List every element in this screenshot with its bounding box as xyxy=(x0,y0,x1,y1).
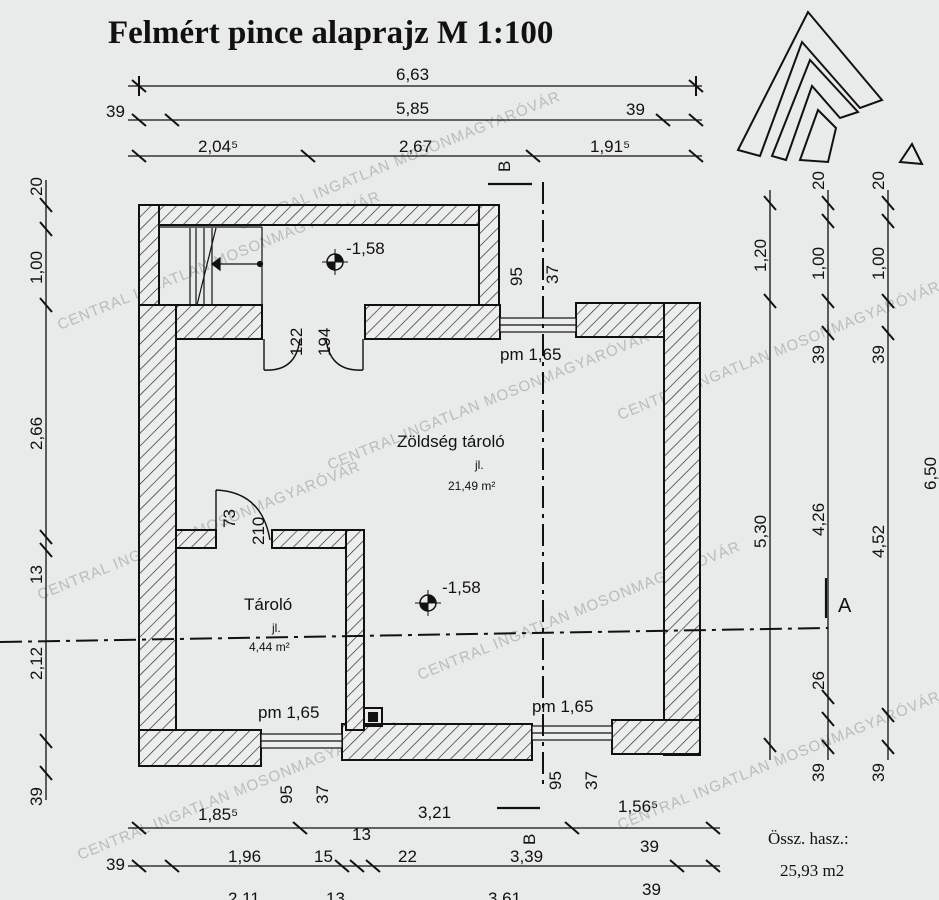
windows xyxy=(260,317,613,749)
dim-top: 39 xyxy=(106,102,125,121)
dim-right: 20 xyxy=(869,171,888,190)
dim-top: 39 xyxy=(626,100,645,119)
section-mark-a: A xyxy=(838,595,852,617)
wall-dim: 95 xyxy=(507,267,526,286)
dim-bottom: 1,56⁵ xyxy=(618,797,658,816)
dim-top-overall: 6,63 xyxy=(396,65,429,84)
level-marker-icon xyxy=(322,249,348,275)
section-lines xyxy=(0,182,829,790)
summary-value: 25,93 m2 xyxy=(780,861,844,880)
dim-bottom: 39 xyxy=(642,880,661,899)
summary-label: Össz. hasz.: xyxy=(768,829,849,848)
wall-dim: 37 xyxy=(543,265,562,284)
dim-left: 2,12 xyxy=(27,647,46,680)
dim-bottom: 3,21 xyxy=(418,803,451,822)
watermark: CENTRAL INGATLAN MOSONMAGYARÓVÁR xyxy=(325,328,653,474)
dim-right: 4,52 xyxy=(869,525,888,558)
door-dim: 210 xyxy=(249,517,268,545)
wall-dim: 95 xyxy=(546,771,565,790)
dim-bottom: 1,96 xyxy=(228,847,261,866)
room-area: 4,44 m² xyxy=(249,640,290,654)
dim-right: 39 xyxy=(869,345,888,364)
dim-right: 39 xyxy=(809,345,828,364)
wall-south-2 xyxy=(341,723,533,761)
dim-bottom: 39 xyxy=(106,855,125,874)
dim-left: 2,66 xyxy=(27,417,46,450)
dim-top: 1,91⁵ xyxy=(590,137,630,156)
north-arrow-icon xyxy=(736,10,924,166)
dim-right: 39 xyxy=(869,763,888,782)
wall-east xyxy=(663,302,701,756)
wall-dim: 95 xyxy=(277,785,296,804)
door-dim: 122 xyxy=(287,328,306,356)
dim-right: 4,26 xyxy=(809,503,828,536)
dim-bottom: 3,61 xyxy=(488,889,521,900)
chimney-icon xyxy=(363,707,383,727)
dim-left: 1,00 xyxy=(27,251,46,284)
section-mark-b-top: B xyxy=(495,161,514,172)
room-name: Zöldség tároló xyxy=(397,432,505,451)
wall-dim: 37 xyxy=(313,785,332,804)
wall-south-3 xyxy=(611,719,701,755)
page-title: Felmért pince alaprajz M 1:100 xyxy=(108,15,553,51)
dim-top: 5,85 xyxy=(396,99,429,118)
wall-west xyxy=(138,304,177,766)
dim-right: 1,20 xyxy=(751,239,770,272)
level-label: -1,58 xyxy=(346,239,385,258)
level-marker-icon xyxy=(415,590,441,616)
door-dim: 73 xyxy=(220,509,239,528)
dim-bottom: 13 xyxy=(352,825,371,844)
window-label: pm 1,65 xyxy=(532,697,593,716)
room-code: jl. xyxy=(474,458,484,472)
dim-bottom: 22 xyxy=(398,847,417,866)
dim-right: 1,00 xyxy=(869,247,888,280)
wall-partition-east xyxy=(345,529,365,731)
dim-top: 2,04⁵ xyxy=(198,137,238,156)
walls xyxy=(138,204,701,767)
dim-right: 20 xyxy=(809,171,828,190)
dim-top: 2,67 xyxy=(399,137,432,156)
dim-right: 6,50 xyxy=(921,457,939,490)
section-markers xyxy=(488,182,828,810)
dimension-ticks xyxy=(39,76,895,873)
window-label: pm 1,65 xyxy=(500,345,561,364)
dim-right: 39 xyxy=(809,763,828,782)
dim-bottom: 13 xyxy=(326,889,345,900)
dim-bottom: 39 xyxy=(640,837,659,856)
section-mark-b-bottom: B xyxy=(520,834,539,845)
dim-right: 26 xyxy=(809,671,828,690)
dim-left: 13 xyxy=(27,565,46,584)
dim-bottom: 2,11 xyxy=(228,889,260,900)
wall-partition-north-1 xyxy=(175,529,217,549)
dim-right: 1,00 xyxy=(809,247,828,280)
wall-top-east xyxy=(478,204,500,306)
doors xyxy=(215,338,364,548)
dim-right: 5,30 xyxy=(751,515,770,548)
room-area: 21,49 m² xyxy=(448,479,495,493)
dim-left: 39 xyxy=(27,787,46,806)
wall-north-2 xyxy=(364,304,501,340)
wall-dim: 37 xyxy=(582,771,601,790)
dim-bottom: 1,85⁵ xyxy=(198,805,238,824)
window-label: pm 1,65 xyxy=(258,703,319,722)
room-code: jl. xyxy=(271,621,281,635)
door-dim: 194 xyxy=(315,328,334,356)
room-name: Tároló xyxy=(244,595,292,614)
wall-south-1 xyxy=(138,729,262,767)
wall-top-west xyxy=(138,204,160,306)
dimension-lines xyxy=(45,85,889,867)
dim-bottom: 3,39 xyxy=(510,847,543,866)
wall-top-north xyxy=(138,204,500,226)
dim-bottom: 15 xyxy=(314,847,333,866)
stairs-icon xyxy=(159,226,264,306)
level-label: -1,58 xyxy=(442,578,481,597)
dim-left: 20 xyxy=(27,177,46,196)
